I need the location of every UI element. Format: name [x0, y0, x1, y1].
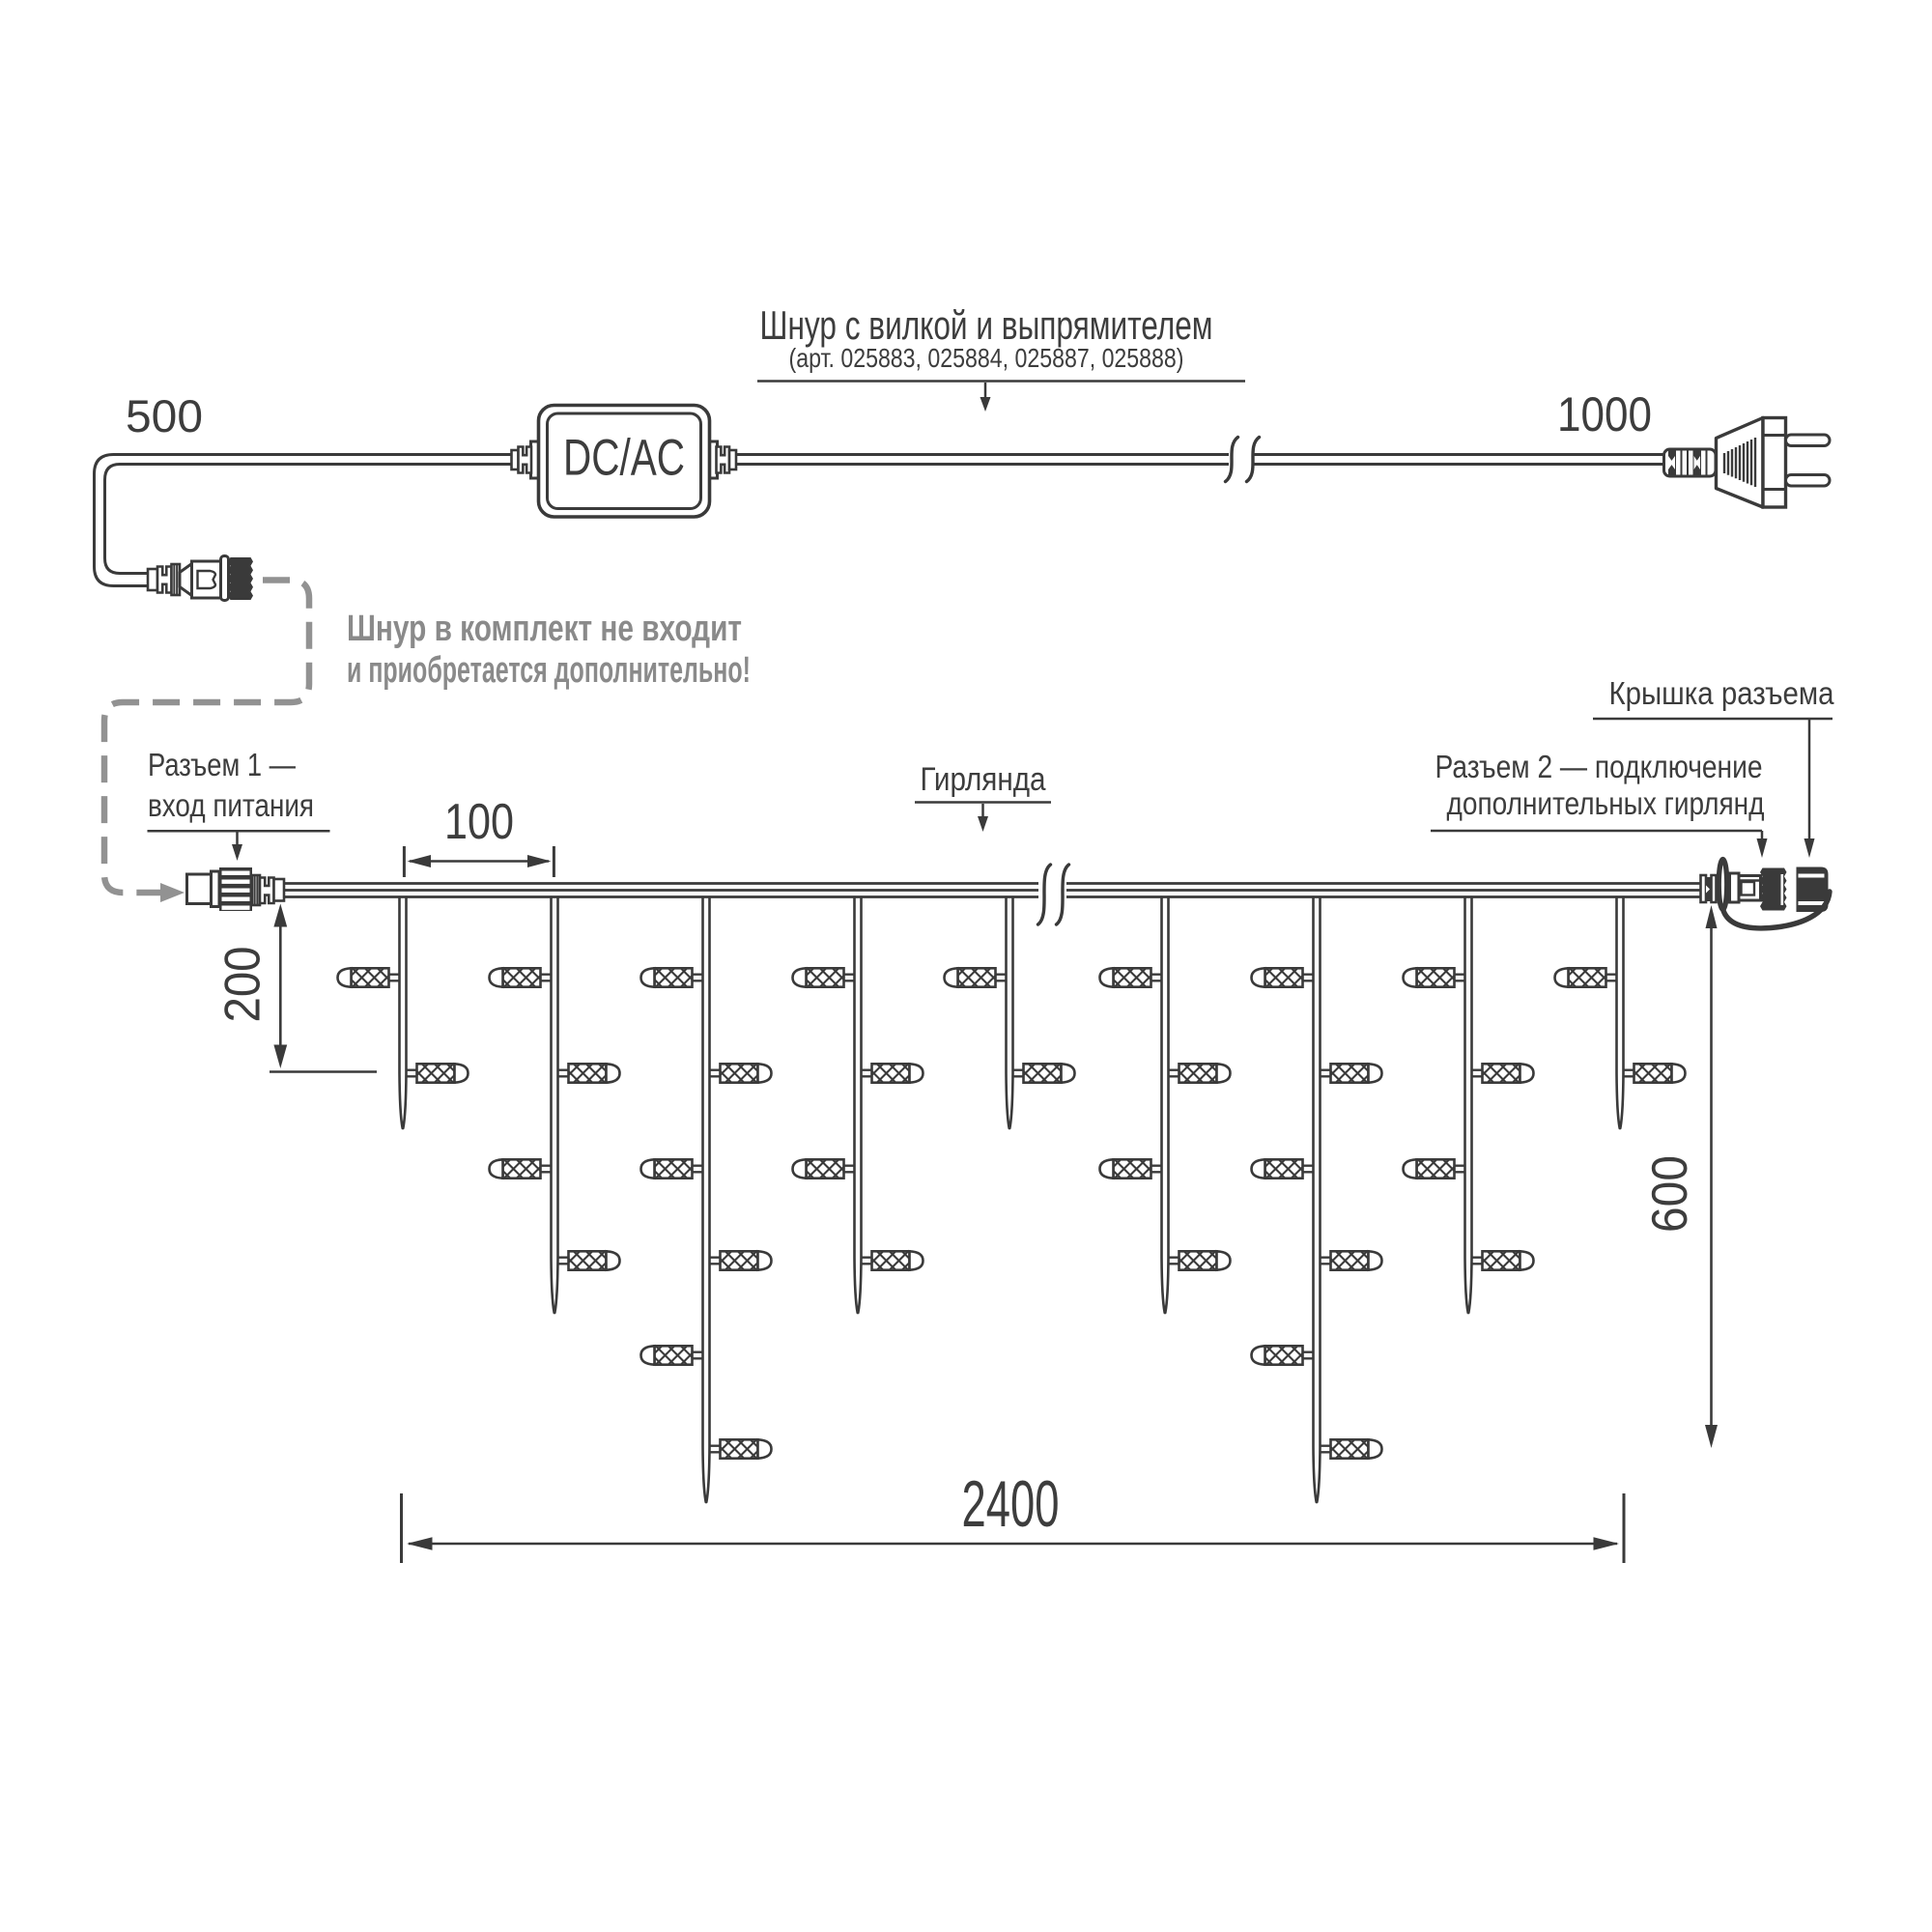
svg-text:и приобретается дополнительно!: и приобретается дополнительно! [347, 650, 751, 691]
svg-text:Крышка разъема: Крышка разъема [1609, 675, 1835, 711]
svg-text:дополнительных гирлянд: дополнительных гирлянд [1447, 785, 1765, 821]
svg-text:(арт. 025883, 025884, 025887,: (арт. 025883, 025884, 025887, 025888) [789, 343, 1184, 373]
svg-text:DC/AC: DC/AC [563, 430, 685, 487]
svg-text:2400: 2400 [962, 1467, 1060, 1541]
svg-text:100: 100 [444, 794, 514, 850]
svg-text:вход питания: вход питания [148, 787, 314, 823]
svg-text:Разъем 2 — подключение: Разъем 2 — подключение [1435, 749, 1763, 784]
svg-text:Шнур с вилкой и выпрямителем: Шнур с вилкой и выпрямителем [760, 302, 1213, 348]
svg-text:Гирлянда: Гирлянда [921, 761, 1046, 798]
svg-text:500: 500 [126, 390, 203, 441]
svg-text:Разъем 1 —: Разъем 1 — [148, 747, 296, 782]
svg-text:600: 600 [1642, 1155, 1698, 1233]
svg-text:1000: 1000 [1557, 387, 1652, 441]
svg-text:Шнур в комплект не входит: Шнур в комплект не входит [347, 609, 742, 649]
svg-text:200: 200 [215, 947, 271, 1023]
